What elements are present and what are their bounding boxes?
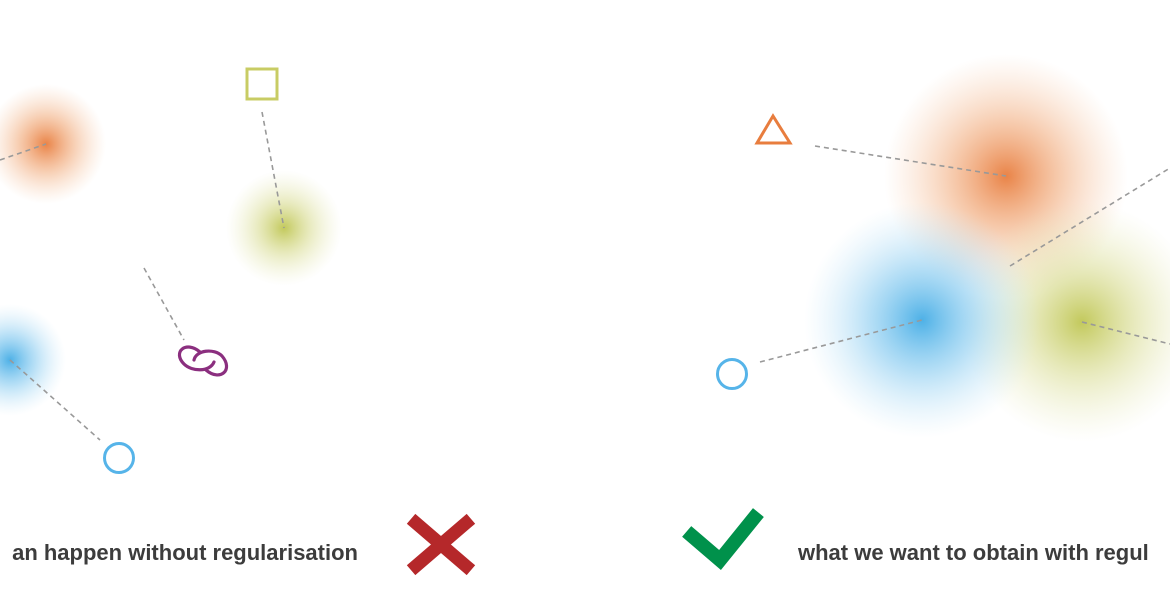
cross-icon	[406, 513, 476, 576]
knot-icon	[177, 345, 229, 377]
left-knot-link	[143, 267, 185, 341]
left-circle-link	[9, 359, 101, 441]
right-blue-blob	[804, 202, 1040, 438]
left-panel	[0, 67, 342, 474]
left-blue-blob	[0, 304, 66, 416]
left-caption: an happen without regularisation	[12, 540, 358, 565]
right-circle-icon	[716, 358, 748, 390]
left-square-link	[261, 111, 285, 229]
triangle-icon	[754, 113, 793, 145]
square-icon	[245, 67, 279, 101]
check-icon	[682, 508, 764, 571]
circle-icon	[103, 442, 135, 474]
left-orange-link	[0, 143, 47, 161]
right-circle-link	[759, 319, 923, 363]
right-diagonal-link	[1009, 167, 1170, 267]
left-orange-blob	[0, 84, 106, 204]
right-panel	[716, 54, 1170, 442]
right-caption: what we want to obtain with regul	[798, 540, 1149, 565]
right-olive-link	[1081, 321, 1170, 345]
